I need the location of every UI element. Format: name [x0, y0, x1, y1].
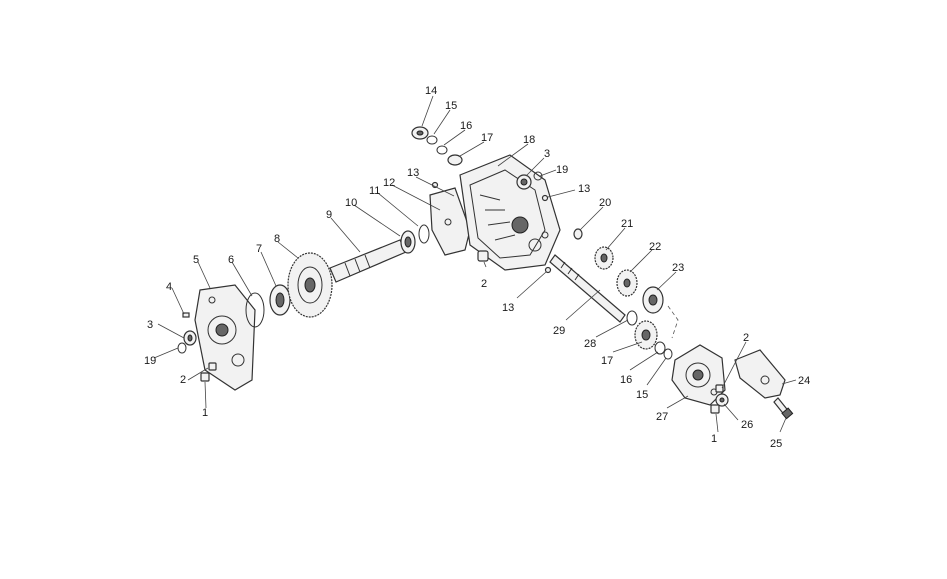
callout-1-right: 1 [711, 433, 717, 445]
bearing-part-3-left [183, 330, 197, 346]
ring-part-15-lower [663, 348, 673, 360]
callout-6: 6 [228, 254, 234, 266]
callout-labels: 1 2 3 4 5 6 7 8 9 10 11 12 13 14 15 16 1… [144, 85, 810, 450]
washer-part-16-lower [654, 341, 666, 355]
gasket-part-12 [429, 187, 471, 256]
callout-2-left: 2 [180, 374, 186, 386]
bolt-part-1-right [710, 404, 720, 414]
bearing-part-23 [642, 286, 664, 314]
callout-27: 27 [656, 411, 668, 423]
callout-12: 12 [383, 177, 395, 189]
callout-7: 7 [256, 243, 262, 255]
callout-13-top: 13 [407, 167, 419, 179]
washer-part-28 [626, 310, 638, 326]
callout-16-bottom: 16 [620, 374, 632, 386]
callout-8: 8 [274, 233, 280, 245]
sprocket-part-8 [287, 252, 333, 318]
callout-2-right: 2 [743, 332, 749, 344]
gear-part-21 [594, 246, 614, 270]
callout-28: 28 [584, 338, 596, 350]
bolt-part-25 [773, 397, 794, 420]
callout-14: 14 [425, 85, 437, 97]
plug-part-2-right [715, 384, 724, 393]
callout-25: 25 [770, 438, 782, 450]
callout-20: 20 [599, 197, 611, 209]
output-shaft-part-29 [549, 254, 626, 323]
callout-15-top: 15 [445, 100, 457, 112]
bolt-part-1-left [200, 372, 210, 382]
ring-part-16 [436, 145, 448, 155]
bearing-part-14 [411, 126, 429, 140]
oring-part-6 [245, 292, 265, 328]
callout-19-top: 19 [556, 164, 568, 176]
callout-17-top: 17 [481, 132, 493, 144]
seal-part-26 [715, 393, 729, 407]
shaft-part-9 [329, 239, 407, 283]
callout-18: 18 [523, 134, 535, 146]
seal-part-19-top [533, 171, 543, 181]
callout-13-right: 13 [578, 183, 590, 195]
callout-9: 9 [326, 209, 332, 221]
callout-1-left: 1 [202, 407, 208, 419]
callout-29: 29 [553, 325, 565, 337]
gear-part-22 [616, 269, 638, 297]
callout-22: 22 [649, 241, 661, 253]
callout-11: 11 [369, 185, 380, 197]
plug-part-2-center [477, 250, 489, 262]
callout-24: 24 [798, 375, 810, 387]
dowel-part-4 [182, 312, 190, 318]
seal-part-19-left [177, 342, 187, 354]
washer-part-15 [426, 135, 438, 145]
seal-part-17 [447, 154, 463, 166]
leader-lines [153, 95, 797, 433]
callout-16-top: 16 [460, 120, 472, 132]
callout-17-bottom: 17 [601, 355, 613, 367]
callout-10: 10 [345, 197, 357, 209]
callout-3-left: 3 [147, 319, 153, 331]
bearing-part-7 [269, 284, 291, 316]
bearing-part-10 [400, 230, 416, 254]
callout-4: 4 [166, 281, 172, 293]
callout-3-top: 3 [544, 148, 550, 160]
bearing-part-3-top [516, 174, 532, 190]
callout-5: 5 [193, 254, 199, 266]
gear-part-17-lower [634, 320, 658, 350]
callout-21: 21 [621, 218, 633, 230]
callout-13-bottom: 13 [502, 302, 514, 314]
bracket-part-24 [734, 349, 786, 399]
callout-15-bottom: 15 [636, 389, 648, 401]
callout-2-center: 2 [481, 278, 487, 290]
bushing-part-20 [573, 228, 583, 240]
plug-part-2-left [208, 362, 217, 371]
main-case-part-18 [459, 154, 561, 271]
callout-23: 23 [672, 262, 684, 274]
callout-26: 26 [741, 419, 753, 431]
callout-19-left: 19 [144, 355, 156, 367]
pin-part-13-center [431, 181, 552, 274]
washer-part-11 [418, 224, 430, 244]
